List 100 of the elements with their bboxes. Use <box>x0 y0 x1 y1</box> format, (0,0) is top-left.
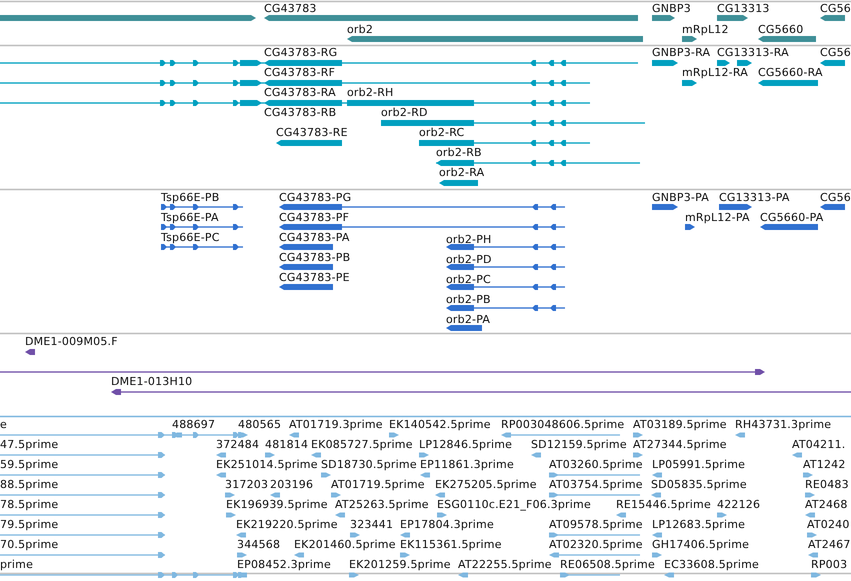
feature-label: GNBP3-PA <box>652 191 709 204</box>
feature-label: 79.5prime <box>0 518 58 531</box>
feature-label: GH17406.5prime <box>652 538 750 551</box>
feature-label: CG56 <box>820 2 851 15</box>
feature-label: 317203 <box>225 478 268 491</box>
feature-label: EK140542.5prime <box>389 418 491 431</box>
feature-label: AT22255.5prime <box>458 558 552 571</box>
feature-label: mRpL12 <box>682 23 729 36</box>
feature-label: Tsp66E-PC <box>161 231 220 244</box>
feature-label: AT1242 <box>803 458 846 471</box>
feature-label: CG56 <box>820 191 851 204</box>
feature-label: 488697 <box>172 418 216 431</box>
feature-label: CG13313-PA <box>719 191 790 204</box>
feature-label: orb2-PH <box>446 233 492 246</box>
feature-label: mRpL12-PA <box>685 211 750 224</box>
feature-label: ESG0110c.E21_F06.3prime <box>437 498 591 511</box>
feature-label: CG43783-RG <box>264 46 338 59</box>
feature-label: CG43783-RB <box>264 106 336 119</box>
feature-label: EK115361.5prime <box>400 538 502 551</box>
feature-label: CG43783-PE <box>279 271 350 284</box>
feature-label: CG13313-RA <box>717 46 789 59</box>
feature-label: 78.5prime <box>0 498 58 511</box>
feature-label: EK219220.5prime <box>236 518 338 531</box>
feature-label: EK201259.5prime <box>349 558 451 571</box>
feature-label: EP08452.3prime <box>237 558 331 571</box>
feature-label: AT2468 <box>805 498 848 511</box>
feature-label: LP12846.5prime <box>419 438 512 451</box>
feature-label: orb2-PB <box>446 293 491 306</box>
feature-label: RP003 <box>811 558 848 571</box>
feature-label: 480565 <box>238 418 282 431</box>
feature-label: RH43731.3prime <box>735 418 832 431</box>
feature-label: orb2-RA <box>439 166 484 179</box>
feature-label: CG43783-RA <box>264 86 336 99</box>
feature-label: e <box>0 418 7 431</box>
feature-label: CG43783 <box>264 2 317 15</box>
feature-label: CG5660-PA <box>760 211 824 224</box>
feature-label: Tsp66E-PB <box>161 191 220 204</box>
feature-label: AT03754.5prime <box>549 478 643 491</box>
feature-label: AT02320.5prime <box>549 538 643 551</box>
feature-label: 59.5prime <box>0 458 58 471</box>
feature-label: CG43783-PG <box>279 191 352 204</box>
feature-label: orb2-PD <box>446 253 492 266</box>
feature-label: LP05991.5prime <box>652 458 746 471</box>
feature-label: CG43783-PF <box>279 211 350 224</box>
feature-label: prime <box>0 558 34 571</box>
feature-label: GNBP3 <box>652 2 691 15</box>
feature-label: CG56 <box>820 46 851 59</box>
feature-label: AT03260.5prime <box>549 458 643 471</box>
feature-label: DME1-009M05.F <box>25 335 118 348</box>
feature-label: AT27344.5prime <box>633 438 727 451</box>
feature-label: Tsp66E-PA <box>161 211 219 224</box>
feature-label: 481814 <box>265 438 308 451</box>
feature-label: RE0483 <box>805 478 849 491</box>
feature-label: GNBP3-RA <box>652 46 710 59</box>
feature-label: 47.5prime <box>0 438 58 451</box>
feature-label: orb2-RD <box>381 106 428 119</box>
feature-label: orb2-PA <box>446 313 490 326</box>
feature-label: 422126 <box>717 498 760 511</box>
feature-label: 88.5prime <box>0 478 58 491</box>
feature-label: orb2 <box>347 23 374 36</box>
feature-label: CG43783-RF <box>264 66 336 79</box>
feature-label: 344568 <box>237 538 280 551</box>
feature-label: EP11861.3prime <box>420 458 514 471</box>
feature-label: RP003048606.5prime <box>501 418 624 431</box>
feature-label: SD05835.5prime <box>651 478 747 491</box>
feature-label: CG43783-RE <box>276 126 348 139</box>
feature-label: CG43783-PA <box>279 231 350 244</box>
feature-label: CG5660-RA <box>758 66 823 79</box>
feature-label: LP12683.5prime <box>652 518 746 531</box>
feature-label: AT0240 <box>807 518 850 531</box>
feature-label: DME1-013H10 <box>111 375 192 388</box>
feature-label: 323441 <box>350 518 394 531</box>
feature-label: orb2-RB <box>436 146 482 159</box>
feature-label: CG13313 <box>717 2 770 15</box>
feature-label: AT25263.5prime <box>335 498 429 511</box>
feature-label: orb2-RC <box>419 126 464 139</box>
feature-label: mRpL12-RA <box>682 66 748 79</box>
feature-label: AT01719.3prime <box>289 418 383 431</box>
feature-label: AT04211. <box>792 438 846 451</box>
feature-label: CG5660 <box>758 23 804 36</box>
feature-label: orb2-RH <box>347 86 394 99</box>
feature-label: EK196939.5prime <box>226 498 328 511</box>
feature-label: AT01719.5prime <box>331 478 425 491</box>
feature-label: EK251014.5prime <box>216 458 318 471</box>
feature-label: EK085727.5prime <box>311 438 413 451</box>
feature-label: CG43783-PB <box>279 251 350 264</box>
feature-label: AT03189.5prime <box>633 418 727 431</box>
feature-label: EK275205.5prime <box>435 478 537 491</box>
feature-label: 203196 <box>270 478 314 491</box>
feature-label: AT09578.5prime <box>549 518 643 531</box>
feature-label: SD12159.5prime <box>531 438 627 451</box>
feature-label: AT2467 <box>808 538 851 551</box>
feature-label: EK201460.5prime <box>294 538 396 551</box>
feature-label: RE15446.5prime <box>616 498 711 511</box>
feature-label: RE06508.5prime <box>560 558 655 571</box>
feature-label: 70.5prime <box>0 538 58 551</box>
feature-label: orb2-PC <box>446 273 491 286</box>
feature-label: 372484 <box>216 438 260 451</box>
feature-label: SD18730.5prime <box>321 458 417 471</box>
feature-label: EC33608.5prime <box>664 558 759 571</box>
